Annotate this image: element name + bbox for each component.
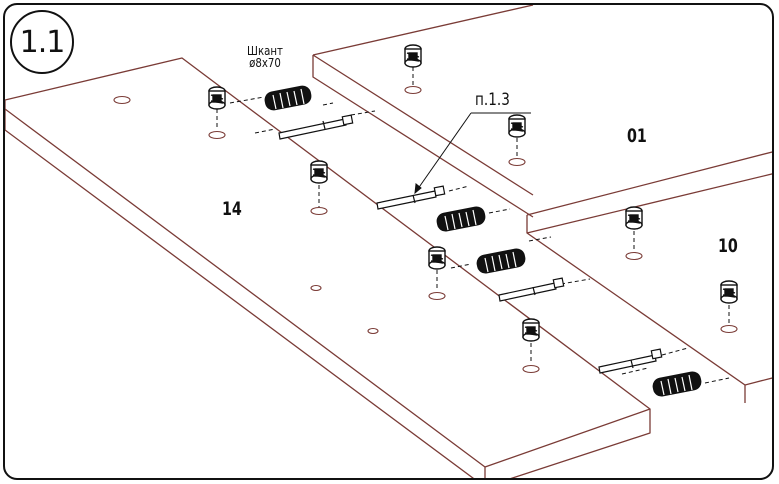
instruction-frame: 1.1 14 01 10 п.1.3 Шкант ø8x70 xyxy=(3,3,774,480)
dowel xyxy=(436,206,486,232)
hole xyxy=(310,206,328,216)
cam-lock-fitting xyxy=(625,206,643,230)
panel-10 xyxy=(526,151,772,403)
part-label-14: 14 xyxy=(222,198,242,220)
hole xyxy=(428,291,446,301)
dowel xyxy=(476,248,526,274)
hole xyxy=(310,284,322,292)
hole xyxy=(625,251,643,261)
part-label-01: 01 xyxy=(627,125,647,147)
step-reference-callout: п.1.3 xyxy=(475,90,510,110)
cam-lock-fitting xyxy=(428,246,446,270)
cam-lock-fitting xyxy=(720,280,738,304)
dowel xyxy=(652,371,702,397)
cam-lock-fitting xyxy=(522,318,540,342)
cam-lock-fitting xyxy=(208,86,226,110)
panel-14 xyxy=(5,57,651,478)
hole xyxy=(404,85,422,95)
hole xyxy=(113,95,131,105)
hole xyxy=(508,157,526,167)
hole xyxy=(208,130,226,140)
cam-lock-fitting xyxy=(404,44,422,68)
hole xyxy=(720,324,738,334)
connector-bolt xyxy=(278,114,354,140)
connector-bolt xyxy=(376,185,446,210)
panel-01 xyxy=(312,5,534,218)
hole xyxy=(522,364,540,374)
hole xyxy=(367,327,379,335)
dowel-label: Шкант ø8x70 xyxy=(240,45,291,69)
cam-lock-fitting xyxy=(310,160,328,184)
cam-lock-fitting xyxy=(508,114,526,138)
connector-bolt xyxy=(598,348,663,374)
part-label-10: 10 xyxy=(718,235,738,257)
dowel-size: ø8x70 xyxy=(249,56,281,70)
step-number-badge: 1.1 xyxy=(10,10,74,74)
dowel-name: Шкант xyxy=(247,44,283,58)
connector-bolt xyxy=(498,277,565,302)
assembly-drawing xyxy=(5,5,772,478)
